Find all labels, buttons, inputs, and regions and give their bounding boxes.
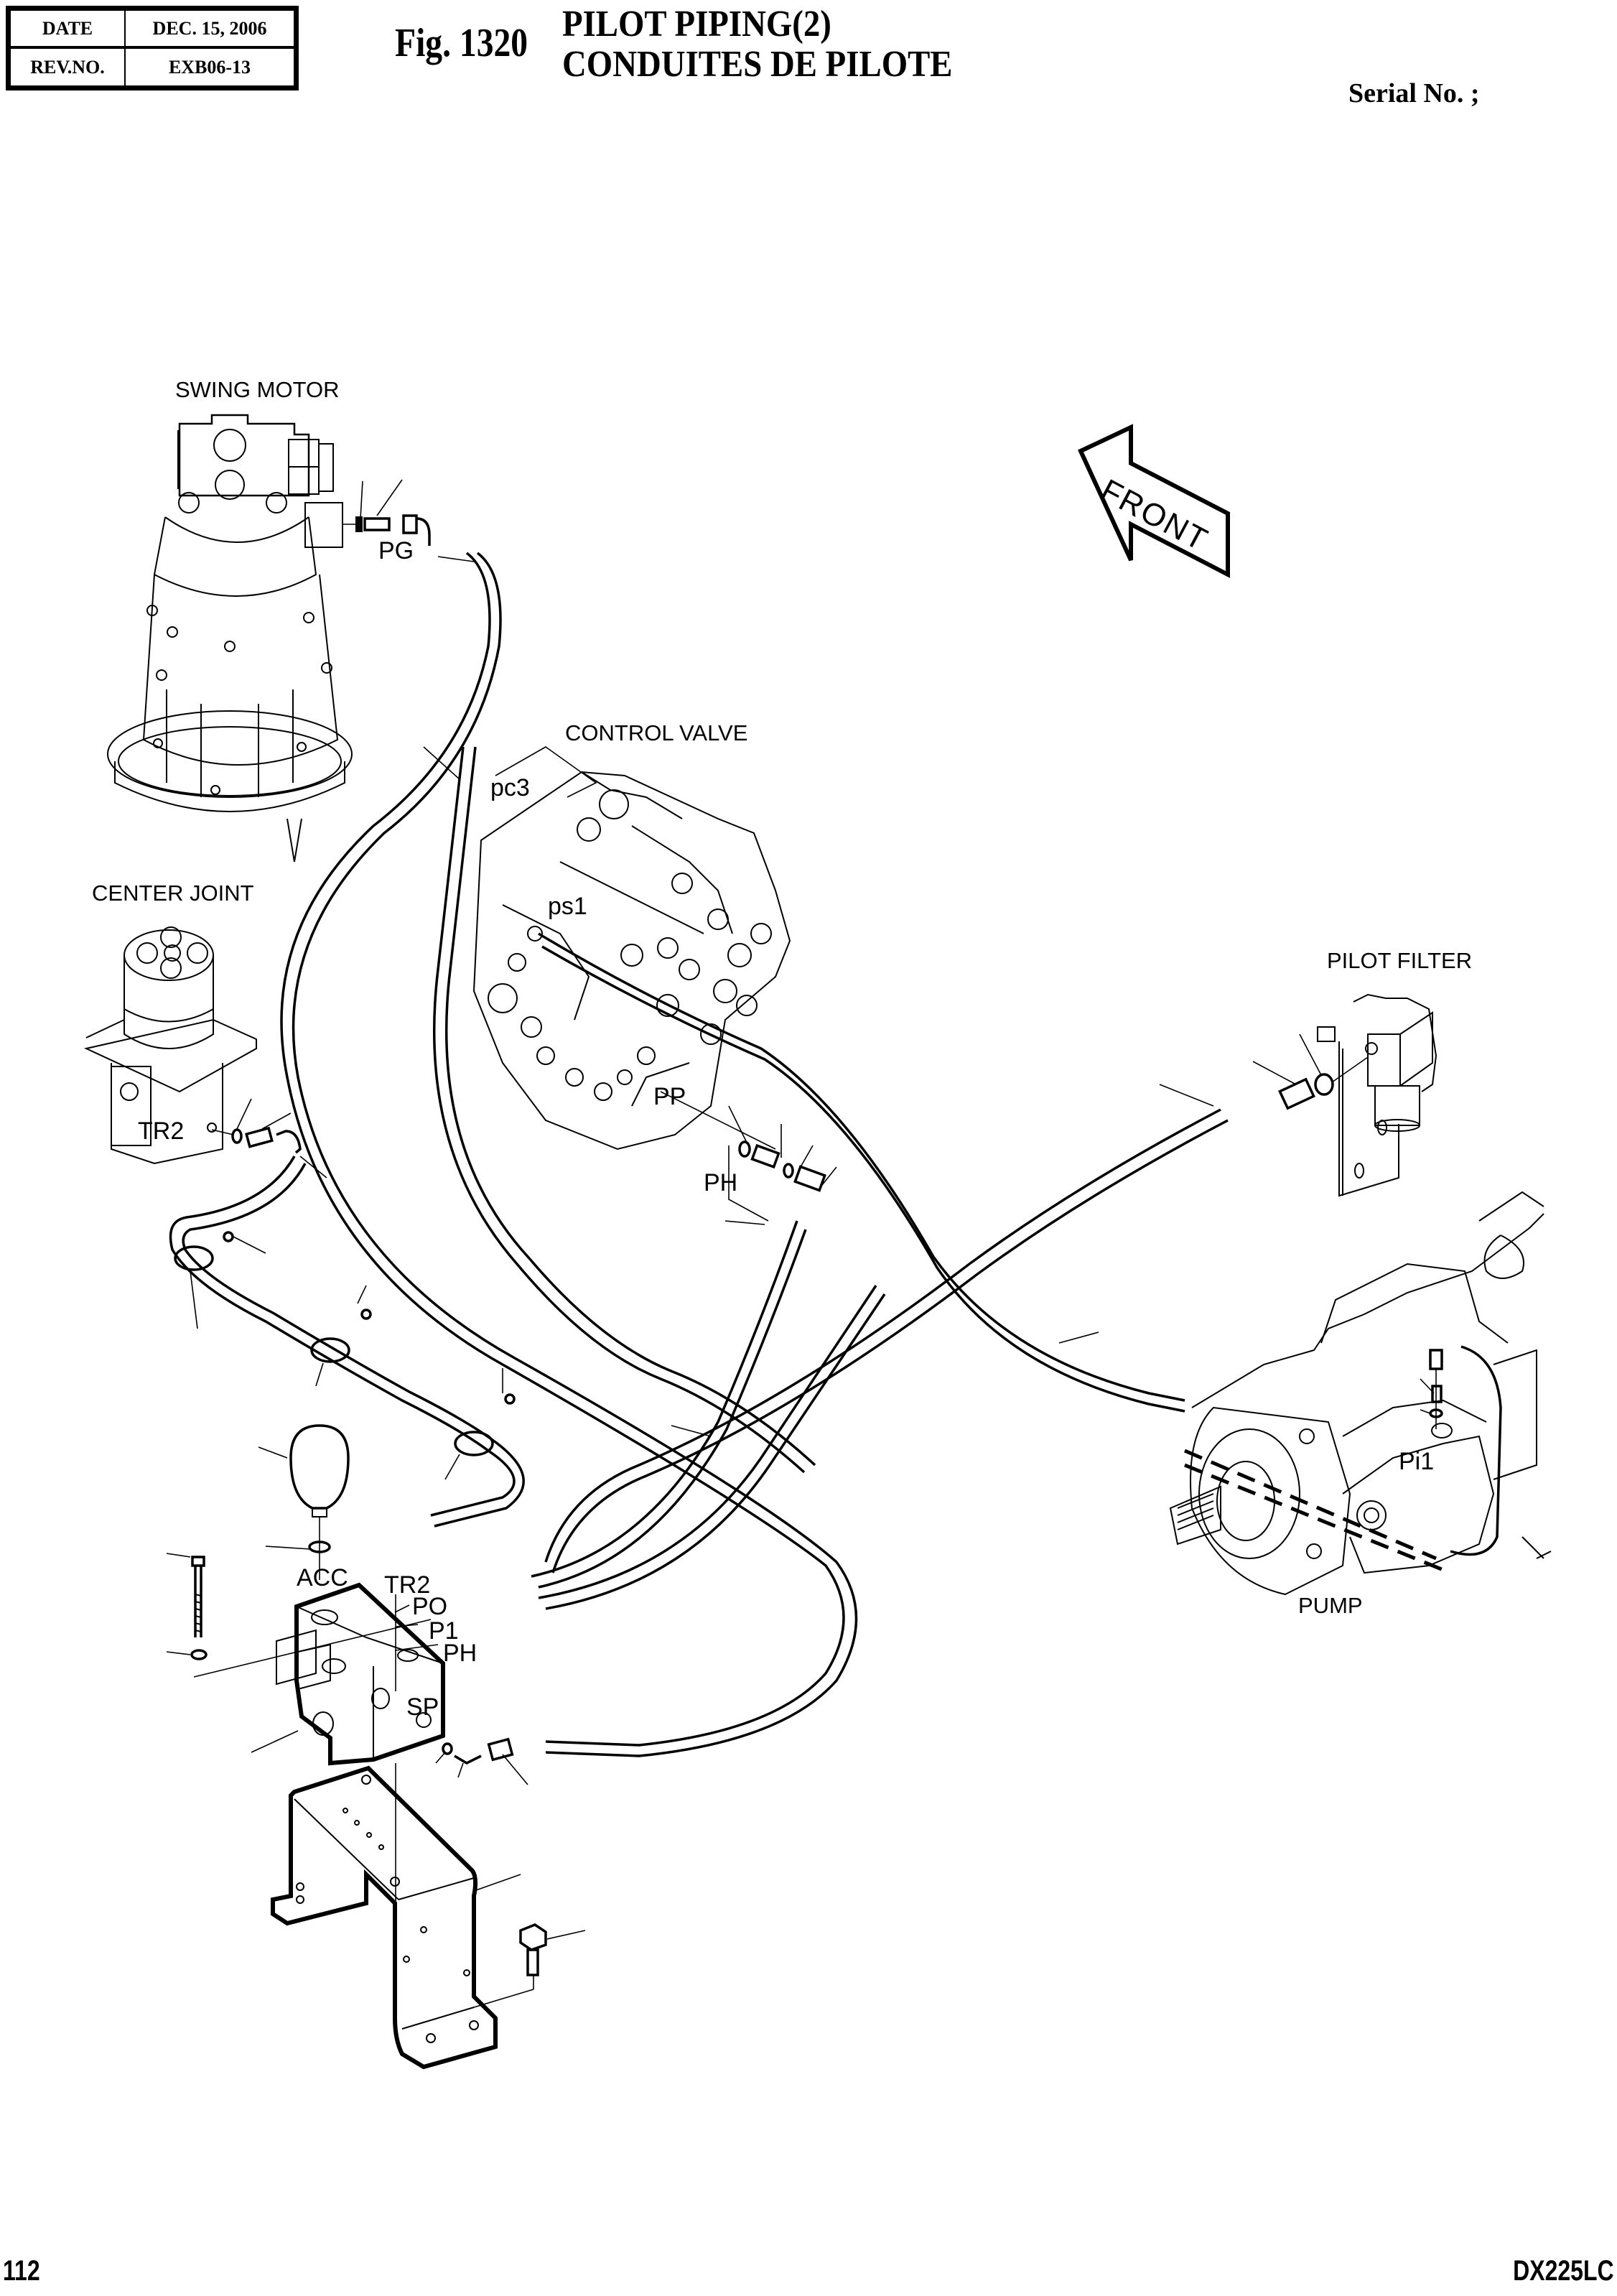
port-label-pg: PG: [378, 537, 414, 564]
port-label-tr2-center-joint: TR2: [138, 1117, 185, 1145]
date-label: DATE: [10, 10, 125, 48]
hoses: [169, 552, 1229, 1757]
bolt-washer-illustration: [166, 1553, 208, 1660]
pilot-filter-illustration: [1159, 993, 1437, 1197]
front-arrow-icon: [1078, 424, 1230, 578]
mounting-bracket-illustration: [271, 1737, 586, 2070]
rev-value: EXB06-13: [125, 48, 294, 86]
pump-illustration: [1169, 1191, 1552, 1596]
port-label-tr2-block: TR2: [384, 1571, 431, 1599]
port-label-pi1: Pi1: [1399, 1448, 1435, 1475]
port-label-pc3: pc3: [490, 774, 530, 801]
date-value: DEC. 15, 2006: [125, 10, 294, 48]
valve-block-illustration: [193, 1582, 445, 2018]
page-title-french: CONDUITES DE PILOTE: [562, 44, 953, 85]
port-label-sp: SP: [406, 1693, 439, 1721]
port-label-ph-control-valve: PH: [704, 1169, 738, 1196]
center-joint-illustration: [83, 926, 327, 1179]
port-label-p1: P1: [429, 1617, 459, 1645]
port-label-ps1: ps1: [548, 893, 587, 920]
page-title: PILOT PIPING(2): [562, 4, 831, 45]
label-center-joint: CENTER JOINT: [92, 880, 254, 906]
accumulator-illustration: [258, 1424, 350, 1580]
port-label-po: PO: [412, 1593, 448, 1620]
label-swing-motor: SWING MOTOR: [175, 377, 340, 402]
revision-table: DATE DEC. 15, 2006 REV.NO. EXB06-13: [6, 6, 299, 90]
label-pump: PUMP: [1298, 1593, 1363, 1618]
figure-number: Fig. 1320: [395, 21, 528, 65]
label-pilot-filter: PILOT FILTER: [1327, 948, 1473, 973]
port-label-ph-block: PH: [443, 1640, 477, 1667]
page-number: 112: [3, 2255, 40, 2287]
port-label-pp: PP: [653, 1083, 686, 1110]
serial-number: Serial No. ;: [1348, 78, 1480, 108]
model-name: DX225LC: [1513, 2255, 1615, 2287]
swing-motor-illustration: [107, 414, 475, 863]
rev-label: REV.NO.: [10, 48, 125, 86]
port-label-acc: ACC: [297, 1564, 348, 1591]
label-control-valve: CONTROL VALVE: [565, 720, 748, 745]
